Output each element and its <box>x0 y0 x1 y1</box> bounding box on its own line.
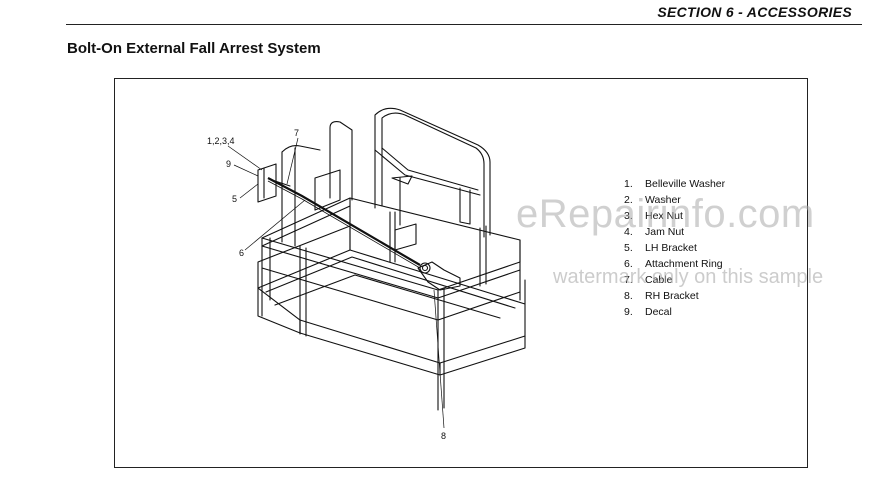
legend-item: 9.Decal <box>624 306 672 318</box>
page-title: Bolt-On External Fall Arrest System <box>67 40 321 57</box>
callout-1234: 1,2,3,4 <box>207 136 235 146</box>
parts-legend: 1.Belleville Washer 2.Washer 3.Hex Nut 4… <box>624 176 725 320</box>
platform-base <box>257 287 301 334</box>
cable <box>267 177 421 266</box>
legend-item: 3.Hex Nut <box>624 210 683 222</box>
header-rule <box>66 24 862 25</box>
figure-frame <box>114 78 808 468</box>
callout-5: 5 <box>232 194 237 204</box>
callout-8: 8 <box>441 431 446 441</box>
legend-item: 4.Jam Nut <box>624 226 685 238</box>
rh-bracket <box>417 261 461 291</box>
callout-6: 6 <box>239 248 244 258</box>
legend-item: 2.Washer <box>624 194 681 206</box>
section-title: SECTION 6 - ACCESSORIES <box>657 4 852 20</box>
legend-item: 5.LH Bracket <box>624 242 697 254</box>
legend-item: 6.Attachment Ring <box>624 258 723 270</box>
legend-item: 8.RH Bracket <box>624 290 699 302</box>
rear-cage <box>329 121 353 201</box>
callout-7: 7 <box>294 128 299 138</box>
legend-item: 7.Cable <box>624 274 673 286</box>
callout-9: 9 <box>226 159 231 169</box>
legend-item: 1.Belleville Washer <box>624 178 726 190</box>
lh-bracket <box>257 163 277 203</box>
